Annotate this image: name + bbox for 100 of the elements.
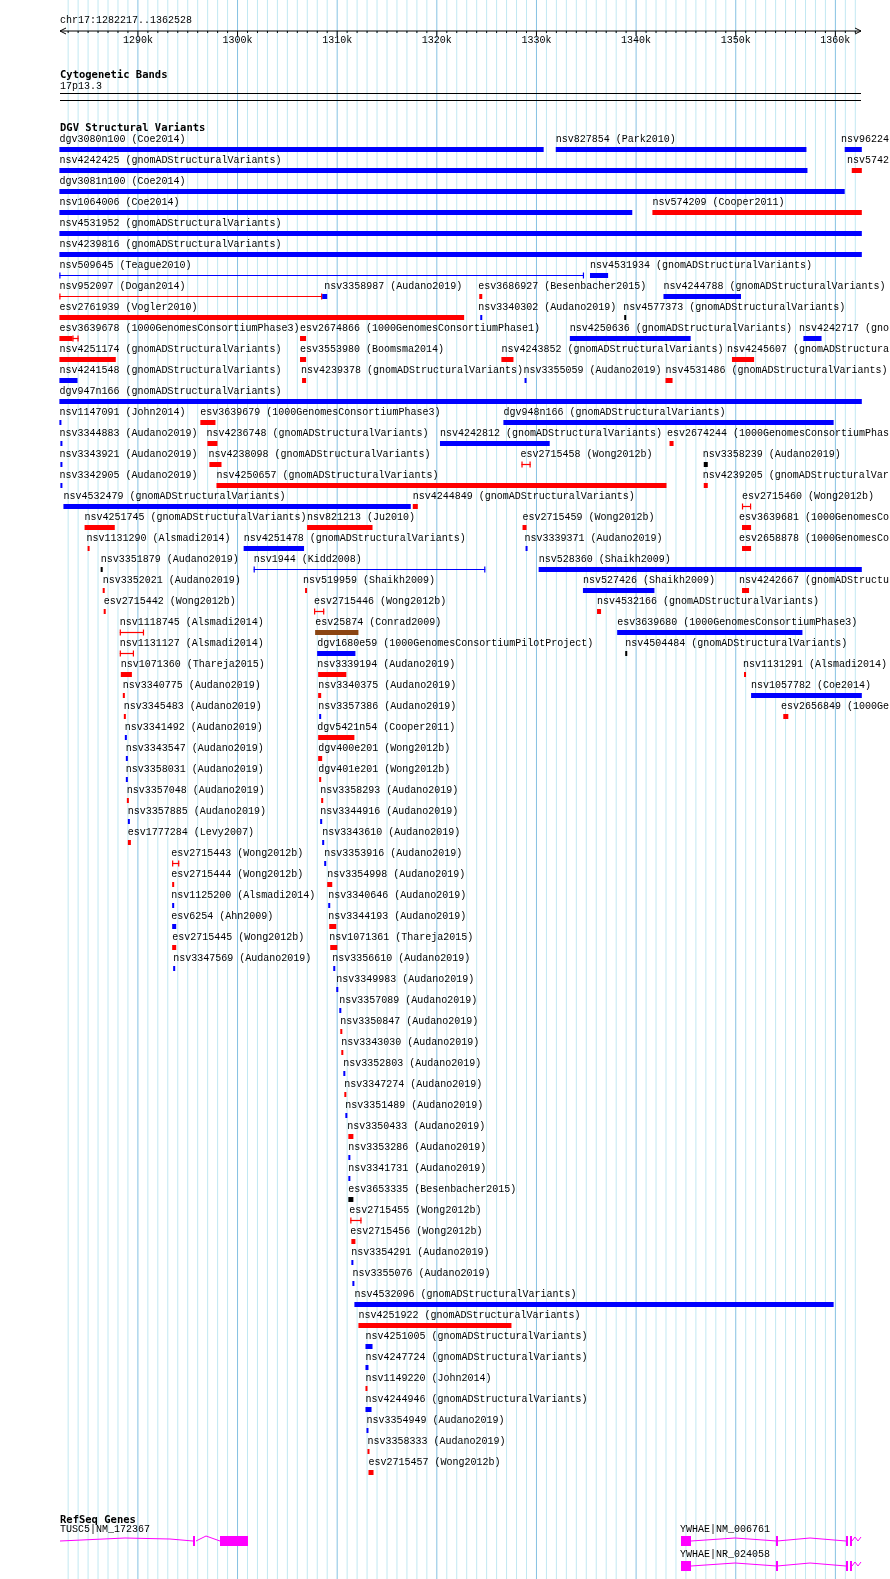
variant-label: dgv948n166 (gnomADStructuralVariants) bbox=[503, 407, 726, 419]
variant-label: nsv4251922 (gnomADStructuralVariants) bbox=[358, 1310, 581, 1322]
variant-label: esv2761939 (Vogler2010) bbox=[59, 302, 198, 314]
variant-label: esv2674866 (1000GenomesConsortiumPhase1) bbox=[300, 323, 541, 335]
variant-label: esv1777284 (Levy2007) bbox=[127, 827, 254, 839]
variant-label: esv3553980 (Boomsma2014) bbox=[300, 344, 445, 356]
variant-label: nsv4245607 (gnomADStructura bbox=[726, 344, 889, 356]
variant-label: nsv3357048 (Audano2019) bbox=[126, 785, 265, 797]
variant-label: nsv4242717 (gno bbox=[799, 323, 889, 335]
variant-label: nsv3358031 (Audano2019) bbox=[125, 764, 264, 776]
variant-label: nsv3354998 (Audano2019) bbox=[327, 869, 466, 881]
variant-label: nsv3343547 (Audano2019) bbox=[125, 743, 264, 755]
variant-label: esv25874 (Conrad2009) bbox=[315, 617, 442, 629]
variant-label: esv2658878 (1000GenomesCo bbox=[738, 533, 889, 545]
variant-label: dgv401e201 (Wong2012b) bbox=[318, 764, 451, 776]
variant-label: nsv1131290 (Alsmadi2014) bbox=[86, 533, 231, 545]
variant-label: nsv4239205 (gnomADStructuralVar bbox=[702, 470, 889, 482]
variant-label: nsv4251005 (gnomADStructuralVariants) bbox=[365, 1331, 588, 1343]
variant-label: nsv3347274 (Audano2019) bbox=[344, 1079, 483, 1091]
variant-label: nsv3352803 (Audano2019) bbox=[343, 1058, 482, 1070]
variant-label: esv2715460 (Wong2012b) bbox=[742, 491, 875, 503]
coordinate-range: chr17:1282217..1362528 bbox=[60, 15, 193, 27]
variant-label: nsv509645 (Teague2010) bbox=[59, 260, 192, 272]
cytoband-label: 17p13.3 bbox=[60, 81, 102, 93]
variant-label: nsv3351489 (Audano2019) bbox=[345, 1100, 484, 1112]
variant-label: nsv827854 (Park2010) bbox=[555, 134, 676, 146]
variant-label: nsv4504484 (gnomADStructuralVariants) bbox=[625, 638, 848, 650]
gene-label: TUSC5|NM_172367 bbox=[60, 1524, 150, 1536]
variant-label: esv2715455 (Wong2012b) bbox=[349, 1205, 482, 1217]
variant-label: nsv3340302 (Audano2019) bbox=[478, 302, 617, 314]
variant-label: nsv3355059 (Audano2019) bbox=[523, 365, 662, 377]
variant-label: esv3653335 (Besenbacher2015) bbox=[348, 1184, 517, 1196]
variant-label: nsv1118745 (Alsmadi2014) bbox=[119, 617, 264, 629]
variant-label: nsv1064006 (Coe2014) bbox=[59, 197, 180, 209]
variant-label: nsv3343030 (Audano2019) bbox=[341, 1037, 480, 1049]
variant-label: nsv4242812 (gnomADStructuralVariants) bbox=[439, 428, 662, 440]
variant-label: nsv3347569 (Audano2019) bbox=[173, 953, 312, 965]
tick-label: 1290k bbox=[122, 35, 153, 47]
track-title: Cytogenetic Bands bbox=[60, 68, 168, 80]
variant-label: dgv3081n100 (Coe2014) bbox=[59, 176, 186, 188]
variant-label: nsv4238098 (gnomADStructuralVariants) bbox=[208, 449, 431, 461]
gene-label: YWHAE|NM_006761 bbox=[680, 1524, 770, 1536]
tick-label: 1340k bbox=[621, 35, 652, 47]
variant-label: nsv4244946 (gnomADStructuralVariants) bbox=[365, 1394, 588, 1406]
variant-label: nsv4531486 (gnomADStructuralVariants) bbox=[665, 365, 888, 377]
variant-label: esv2715444 (Wong2012b) bbox=[171, 869, 304, 881]
variant-label: nsv1125200 (Alsmadi2014) bbox=[171, 890, 316, 902]
variant-label: esv2656849 (1000Ge bbox=[780, 701, 889, 713]
variant-label: esv3686927 (Besenbacher2015) bbox=[478, 281, 647, 293]
variant-label: nsv4239378 (gnomADStructuralVariants) bbox=[301, 365, 524, 377]
variant-label: dgv947n166 (gnomADStructuralVariants) bbox=[59, 386, 282, 398]
variant-label: nsv4251478 (gnomADStructuralVariants) bbox=[243, 533, 466, 545]
variant-label: nsv3358987 (Audano2019) bbox=[324, 281, 463, 293]
variant-label: nsv3354291 (Audano2019) bbox=[351, 1247, 490, 1259]
variant-label: nsv1071361 (Thareja2015) bbox=[329, 932, 474, 944]
variant-label: nsv3339194 (Audano2019) bbox=[317, 659, 456, 671]
variant-label: nsv4247724 (gnomADStructuralVariants) bbox=[365, 1352, 588, 1364]
variant-label: dgv1680e59 (1000GenomesConsortiumPilotProject) bbox=[317, 638, 594, 650]
tick-label: 1320k bbox=[421, 35, 452, 47]
variant-label: esv3639681 (1000GenomesCo bbox=[738, 512, 889, 524]
variant-label: nsv4531952 (gnomADStructuralVariants) bbox=[59, 218, 282, 230]
variant-label: nsv3350433 (Audano2019) bbox=[347, 1121, 486, 1133]
tick-label: 1300k bbox=[222, 35, 253, 47]
variant-label: nsv821213 (Ju2010) bbox=[307, 512, 416, 524]
variant-label: esv2674244 (1000GenomesConsortiumPhas bbox=[666, 428, 889, 440]
variant-label: dgv400e201 (Wong2012b) bbox=[318, 743, 451, 755]
track-title: DGV Structural Variants bbox=[60, 121, 206, 133]
variant-label: nsv3342905 (Audano2019) bbox=[59, 470, 198, 482]
tick-label: 1360k bbox=[820, 35, 851, 47]
variant-label: nsv4243852 (gnomADStructuralVariants) bbox=[501, 344, 724, 356]
variant-label: dgv3080n100 (Coe2014) bbox=[59, 134, 186, 146]
variant-label: nsv3344883 (Audano2019) bbox=[59, 428, 198, 440]
variant-label: nsv3344193 (Audano2019) bbox=[328, 911, 467, 923]
variant-label: nsv3343610 (Audano2019) bbox=[322, 827, 461, 839]
variant-label: nsv4241548 (gnomADStructuralVariants) bbox=[59, 365, 282, 377]
variant-label: nsv3344916 (Audano2019) bbox=[320, 806, 459, 818]
variant-label: nsv96224 bbox=[841, 134, 889, 146]
tick-label: 1310k bbox=[322, 35, 353, 47]
variant-label: esv3639679 (1000GenomesConsortiumPhase3) bbox=[200, 407, 441, 419]
variant-label: nsv4250636 (gnomADStructuralVariants) bbox=[569, 323, 792, 335]
variant-label: nsv1147091 (John2014) bbox=[59, 407, 186, 419]
tick-label: 1330k bbox=[521, 35, 552, 47]
variant-label: nsv3341492 (Audano2019) bbox=[124, 722, 263, 734]
variant-label: nsv3340775 (Audano2019) bbox=[122, 680, 261, 692]
variant-label: nsv3351879 (Audano2019) bbox=[100, 554, 239, 566]
variant-label: nsv3357885 (Audano2019) bbox=[127, 806, 266, 818]
variant-label: nsv1131291 (Alsmadi2014) bbox=[743, 659, 888, 671]
variant-label: nsv3343921 (Audano2019) bbox=[59, 449, 198, 461]
variant-label: nsv3349983 (Audano2019) bbox=[336, 974, 475, 986]
variant-label: nsv3358239 (Audano2019) bbox=[702, 449, 841, 461]
variant-label: esv3639678 (1000GenomesConsortiumPhase3) bbox=[59, 323, 300, 335]
variant-label: nsv4532166 (gnomADStructuralVariants) bbox=[597, 596, 820, 608]
variant-label: nsv519959 (Shaikh2009) bbox=[303, 575, 436, 587]
variant-label: esv2715443 (Wong2012b) bbox=[171, 848, 304, 860]
variant-label: esv2715442 (Wong2012b) bbox=[103, 596, 236, 608]
variant-label: esv2715458 (Wong2012b) bbox=[520, 449, 653, 461]
variant-label: nsv3345483 (Audano2019) bbox=[123, 701, 262, 713]
variant-label: nsv574209 (Cooper2011) bbox=[652, 197, 785, 209]
variant-label: esv2715445 (Wong2012b) bbox=[172, 932, 305, 944]
variant-label: nsv3355076 (Audano2019) bbox=[352, 1268, 491, 1280]
